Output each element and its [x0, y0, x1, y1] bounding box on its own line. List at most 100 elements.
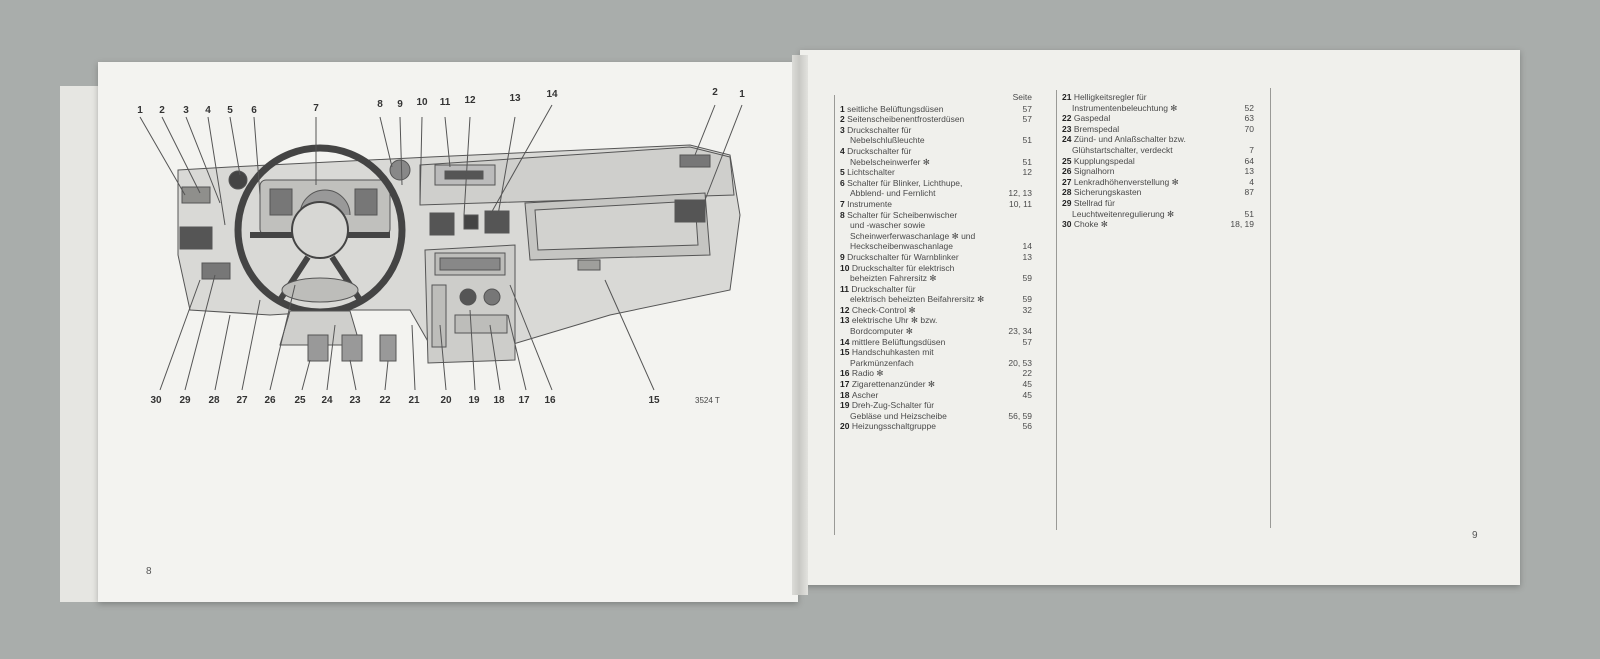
- legend-page-ref: 12, 13: [1008, 188, 1032, 199]
- callout-bottom-29: 29: [179, 395, 191, 406]
- legend-text: Zigarettenanzünder ✻: [851, 379, 936, 390]
- legend-text: elektrisch beheizten Beifahrersitz ✻: [850, 294, 985, 305]
- legend-text: Seitenscheibenentfrosterdüsen: [847, 114, 965, 125]
- legend-page-ref: 14: [1022, 241, 1032, 252]
- callout-bottom-26: 26: [264, 395, 276, 406]
- legend-number: 6: [840, 177, 848, 188]
- callout-bottom-22: 22: [379, 395, 391, 406]
- legend-page-ref: 63: [1244, 113, 1254, 124]
- callout-top-2: 2: [159, 105, 165, 116]
- legend-page-ref: 13: [1244, 166, 1254, 177]
- legend-text: seitliche Belüftungsdüsen: [847, 103, 944, 114]
- legend-text: Abblend- und Fernlicht: [850, 188, 936, 199]
- legend-page-ref: 32: [1022, 304, 1032, 315]
- right-page-number: 9: [1472, 530, 1478, 541]
- legend-number: 10: [840, 262, 852, 273]
- left-page-number: 8: [146, 566, 152, 577]
- legend-text: Zünd- und Anlaßschalter bzw.: [1073, 134, 1186, 145]
- legend-text: Druckschalter für: [847, 145, 912, 156]
- legend-number: 29: [1062, 197, 1074, 208]
- legend-text: Schalter für Blinker, Lichthupe,: [847, 177, 963, 188]
- legend-number: 8: [840, 209, 848, 220]
- legend-number: 12: [840, 304, 852, 315]
- legend-number: 11: [840, 283, 852, 294]
- legend-page-ref: 57: [1022, 103, 1032, 114]
- callout-top-8: 8: [377, 99, 383, 110]
- legend-text: Instrumente: [847, 198, 892, 209]
- legend-text: Lichtschalter: [847, 167, 895, 178]
- legend-number: 28: [1062, 187, 1074, 198]
- callout-top-5: 5: [227, 105, 233, 116]
- legend-text: Nebelscheinwerfer ✻: [850, 156, 930, 167]
- callout-bottom-15: 15: [648, 395, 660, 406]
- legend-text: Druckschalter für Warnblinker: [847, 251, 959, 262]
- legend-page-ref: 45: [1022, 389, 1032, 400]
- callout-bottom-25: 25: [294, 395, 306, 406]
- legend-page-ref: 59: [1022, 273, 1032, 284]
- callout-bottom-18: 18: [493, 395, 505, 406]
- legend-text: Bordcomputer ✻: [850, 326, 913, 337]
- legend-number: 19: [840, 400, 852, 411]
- legend-text: und -wascher sowie: [850, 220, 926, 231]
- legend-number: 24: [1062, 134, 1074, 145]
- legend-page-ref: 51: [1022, 135, 1032, 146]
- legend-number: 7: [840, 198, 848, 209]
- legend-number: 3: [840, 124, 848, 135]
- legend-text: Lenkradhöhenverstellung ✻: [1073, 176, 1179, 187]
- legend-number: 27: [1062, 176, 1074, 187]
- callout-bottom-27: 27: [236, 395, 248, 406]
- page-column-header: Seite: [1012, 92, 1032, 102]
- legend-page-ref: 56, 59: [1008, 410, 1032, 421]
- legend-text: Signalhorn: [1073, 166, 1115, 177]
- legend-text: Sicherungskasten: [1073, 187, 1142, 198]
- legend-number: 9: [840, 251, 848, 262]
- legend-number: 26: [1062, 166, 1074, 177]
- right-page: [800, 50, 1520, 585]
- callout-top-10: 10: [416, 97, 428, 108]
- callout-top-9: 9: [397, 99, 403, 110]
- callout-top-2: 2: [712, 87, 718, 98]
- legend-item-7: 7 Instrumente 10, 11: [840, 199, 1032, 210]
- legend-item-13: 13 elektrische Uhr ✻ bzw.Bordcomputer ✻2…: [840, 315, 1032, 336]
- legend-text: Stellrad für: [1073, 197, 1115, 208]
- callout-top-11: 11: [440, 97, 451, 108]
- legend-text: Instrumentenbeleuchtung ✻: [1072, 102, 1178, 113]
- callout-bottom-19: 19: [468, 395, 480, 406]
- legend-text: Nebelschlußleuchte: [850, 135, 925, 146]
- legend-number: 4: [840, 145, 848, 156]
- legend-number: 18: [840, 389, 852, 400]
- callout-top-1: 1: [137, 105, 143, 116]
- legend-item-30: 30 Choke ✻18, 19: [1062, 219, 1254, 230]
- legend-page-ref: 22: [1022, 368, 1032, 379]
- callout-top-6: 6: [251, 105, 257, 116]
- legend-page-ref: 87: [1244, 187, 1254, 198]
- callout-bottom-20: 20: [440, 395, 452, 406]
- legend-text: elektrische Uhr ✻ bzw.: [851, 315, 938, 326]
- column-rule: [834, 95, 835, 535]
- callout-top-4: 4: [205, 105, 211, 116]
- callout-bottom-17: 17: [518, 395, 530, 406]
- legend-text: Druckschalter für: [847, 124, 912, 135]
- callout-top-1: 1: [739, 89, 745, 100]
- legend-text: Helligkeitsregler für: [1073, 92, 1147, 102]
- legend-page-ref: 45: [1022, 379, 1032, 390]
- callout-top-12: 12: [464, 95, 476, 106]
- callout-bottom-28: 28: [208, 395, 220, 406]
- legend-page-ref: 10, 11: [1008, 198, 1032, 209]
- legend-item-16: 16 Radio ✻22: [840, 368, 1032, 379]
- legend-number: 23: [1062, 123, 1074, 134]
- legend-page-ref: 57: [1022, 114, 1032, 125]
- legend-page-ref: 4: [1249, 176, 1254, 187]
- callout-bottom-21: 21: [408, 395, 420, 406]
